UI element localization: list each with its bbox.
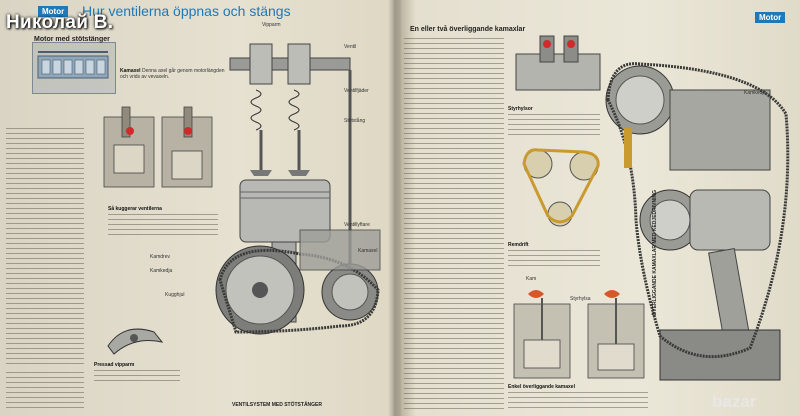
label-stotstang: Stötstång — [344, 118, 366, 124]
sa-kugerar-text — [108, 214, 218, 238]
seller-watermark: Николай В. — [6, 12, 114, 33]
label-kamkedja-right: Kamkedja — [744, 90, 767, 96]
label-kugghjul: Kugghjul — [165, 292, 185, 298]
pressed-rocker-drawing — [107, 328, 164, 355]
left-text-column-bottom — [6, 372, 84, 412]
label-kamaxel: Kamaxel — [358, 248, 378, 254]
bottom-caption-left: VENTILSYSTEM MED STÖTSTÄNGER — [232, 402, 323, 408]
sa-kugerar-head: Så kuggerar ventilerna — [108, 206, 162, 212]
enkel-text — [508, 392, 648, 410]
page-title: Hur ventilerna öppnas och stängs — [82, 3, 291, 19]
label-ventilfjader: Ventilfjäder — [344, 88, 369, 94]
label-kamdrev: Kamdrev — [150, 254, 171, 260]
left-text-column — [6, 128, 84, 368]
page-fold — [388, 0, 402, 416]
left-section-tag: Motor — [38, 6, 69, 17]
enkel-head: Enkel överliggande kamaxel — [508, 384, 575, 390]
bazar-logo: bazar — [712, 392, 757, 411]
label-kam: Kam — [526, 276, 537, 282]
enkel-caption: Enkel överliggande kamaxel — [508, 384, 648, 390]
cylinder-cutaway-drawings — [103, 106, 213, 188]
remdrift-caption: Remdrift — [508, 242, 600, 248]
label-kamkedja: Kamkedja — [150, 268, 173, 274]
remdrift-head: Remdrift — [508, 242, 529, 248]
sa-kugerar-caption: Så kuggerar ventilerna — [108, 206, 218, 212]
inset-title: Motor med stötstänger — [34, 36, 110, 43]
kamaxel-caption-text: Denna axel går genom motorlängden och vr… — [120, 68, 225, 80]
styrhylsor-head: Styrhylsor — [508, 106, 533, 112]
right-heading: En eller två överliggande kamaxlar — [410, 26, 526, 33]
pressed-rocker-caption: Pressad vipparm — [94, 362, 180, 368]
pushrod-valvetrain-illustration — [215, 43, 381, 335]
inset-engine-drawing — [37, 51, 109, 79]
pressed-rocker-text — [94, 370, 180, 384]
styrhylsor-caption: Styrhylsor — [508, 106, 600, 112]
dohc-chain-illustration — [605, 62, 790, 381]
vertical-caption-right: ÖVERLIGGANDE KAMAXLAR MED KEDJEDRIVNING — [652, 190, 658, 316]
cylinder-head-drawing — [515, 35, 601, 91]
single-ohc-drawings — [513, 290, 645, 379]
right-section-tag: Motor — [755, 12, 786, 23]
label-ventillyftare: Ventillyftare — [344, 222, 370, 228]
right-text-column — [404, 38, 504, 410]
pressed-rocker-head: Pressad vipparm — [94, 362, 135, 368]
label-ventil: Ventil — [344, 44, 357, 50]
label-vipparm: Vipparm — [262, 22, 281, 28]
kamaxel-caption-head: Kamaxel — [120, 68, 141, 74]
label-styrhylsa: Styrhylsa — [570, 296, 591, 302]
remdrift-text — [508, 250, 600, 268]
kamaxel-caption: Kamaxel Denna axel går genom motorlängde… — [120, 68, 230, 80]
styrhylsor-text — [508, 114, 600, 136]
belt-drive-drawing — [522, 148, 600, 227]
